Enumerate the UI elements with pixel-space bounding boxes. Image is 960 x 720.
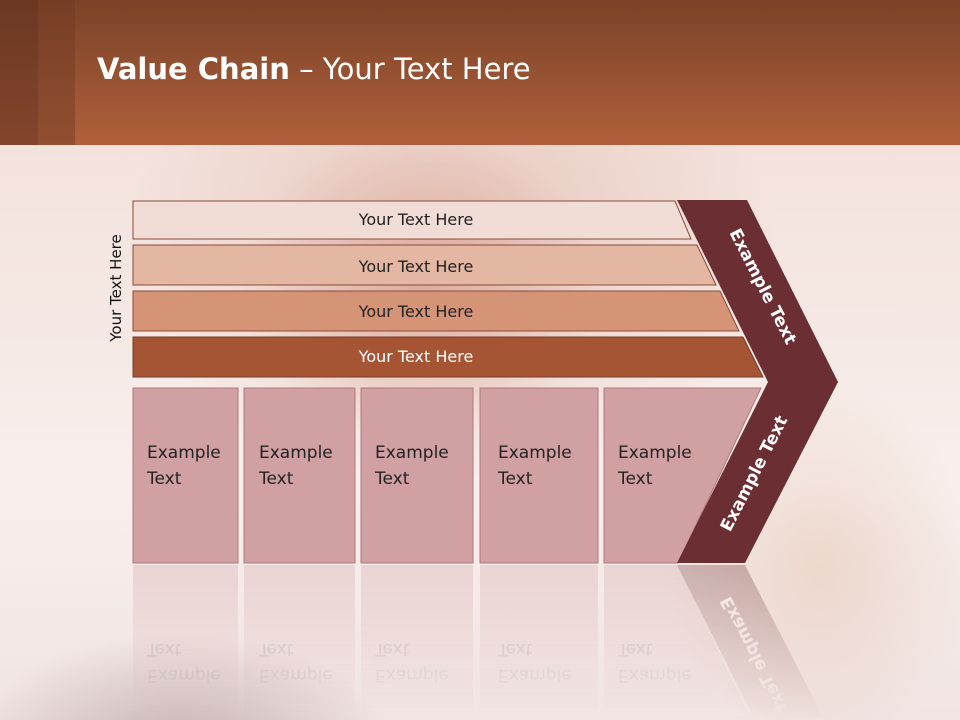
activity-box-3-line1: Example <box>375 443 449 463</box>
reflection-box <box>133 565 238 720</box>
reflection-text: Example <box>147 665 221 685</box>
reflection-box <box>361 565 473 720</box>
side-label: Your Text Here <box>107 234 125 342</box>
reflection-text: Text <box>497 639 533 659</box>
chevron-top <box>677 200 838 382</box>
reflection-box <box>604 565 752 720</box>
reflection-box <box>244 565 355 720</box>
support-bar-1 <box>132 200 692 240</box>
support-bar-3 <box>132 290 740 332</box>
activity-box <box>132 387 239 564</box>
diagram-reflection: Example Text Example Text Example Text E… <box>133 565 825 720</box>
reflection-chevron <box>677 565 825 720</box>
reflection-text: Example <box>375 665 449 685</box>
activity-box-1-line1: Example <box>147 443 221 463</box>
activity-box-2-line2: Text <box>258 469 294 489</box>
activity-box-4-line2: Text <box>497 469 533 489</box>
activity-box-5-line1: Example <box>618 443 692 463</box>
activity-box <box>243 387 356 564</box>
reflection-box <box>480 565 598 720</box>
support-bar-4 <box>132 336 764 378</box>
activity-box-5-line2: Text <box>617 469 653 489</box>
activity-box-4-line1: Example <box>498 443 572 463</box>
activity-box-1-line2: Text <box>146 469 182 489</box>
header-accent-band <box>38 0 75 145</box>
support-activity-bars: Your Text Here Your Text Here Your Text … <box>132 200 764 378</box>
activity-box <box>479 387 599 564</box>
support-bar-4-label: Your Text Here <box>358 347 474 366</box>
support-bar-2-label: Your Text Here <box>358 257 474 276</box>
slide-title: Value Chain – Your Text Here <box>97 52 531 86</box>
primary-activity-boxes: Example Text Example Text Example Text E… <box>132 387 762 564</box>
reflection-text: Text <box>374 639 410 659</box>
reflection-text: Example <box>618 665 692 685</box>
title-bold: Value Chain <box>97 52 290 86</box>
activity-box-3-line2: Text <box>374 469 410 489</box>
support-bar-3-label: Your Text Here <box>358 302 474 321</box>
reflection-text: Example <box>498 665 572 685</box>
activity-box <box>360 387 474 564</box>
title-bar: Value Chain – Your Text Here <box>0 0 960 145</box>
reflection-text: Text <box>617 639 653 659</box>
reflection-text: Text <box>146 639 182 659</box>
title-rest: – Your Text Here <box>289 52 531 86</box>
support-bar-1-label: Your Text Here <box>358 210 474 229</box>
header-accent-band <box>0 0 38 145</box>
activity-box-2-line1: Example <box>259 443 333 463</box>
reflection-text: Example <box>259 665 333 685</box>
chevron-bottom <box>677 382 838 563</box>
reflection-text: Text <box>258 639 294 659</box>
support-bar-2 <box>132 244 717 286</box>
